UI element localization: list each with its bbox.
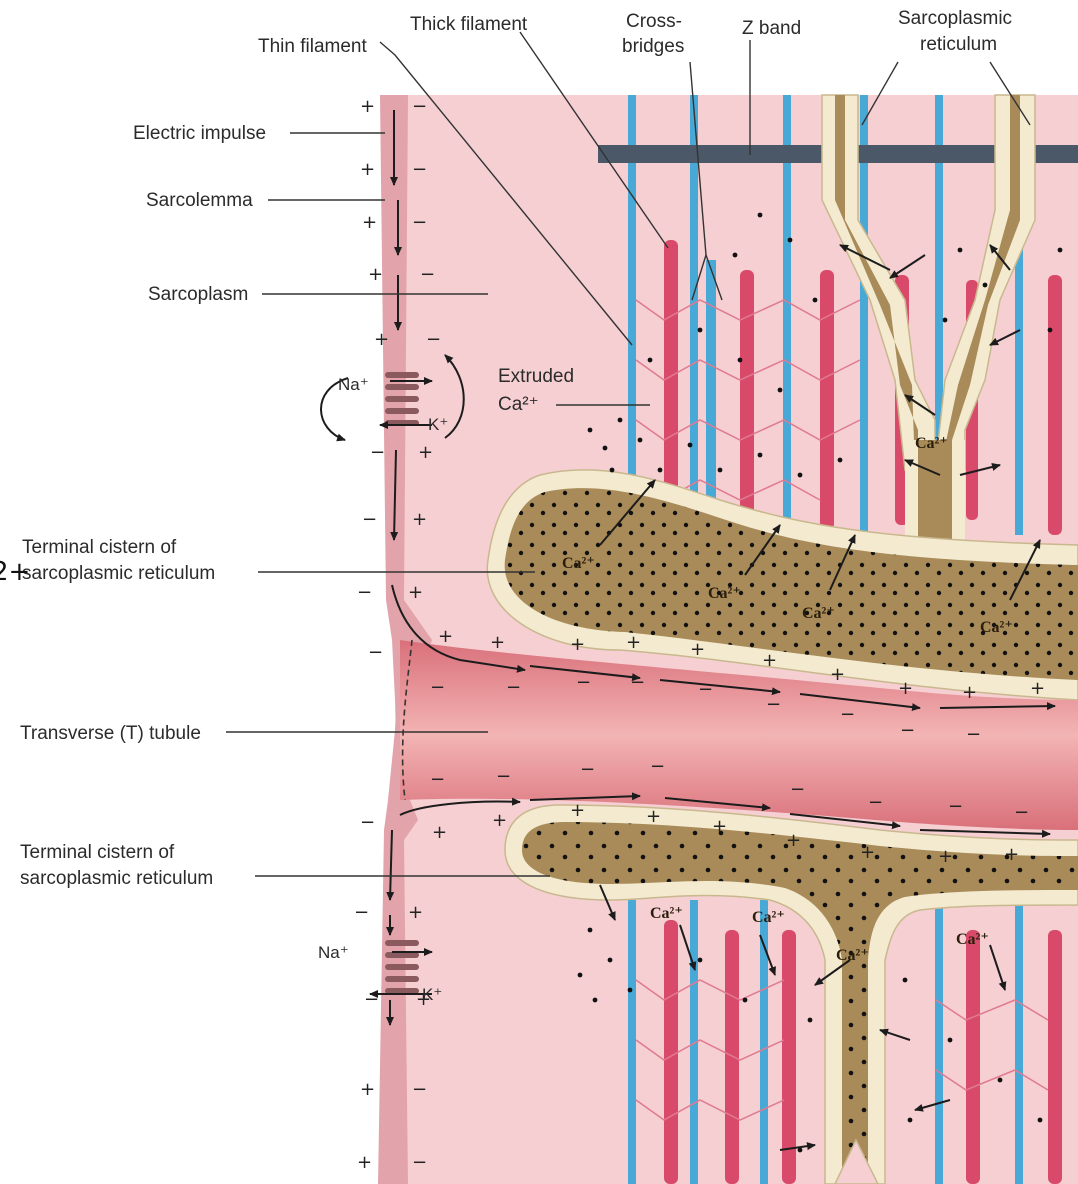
svg-text:+: + xyxy=(438,626,453,647)
svg-text:−: − xyxy=(362,509,377,530)
label-extruded-2: Ca²⁺ xyxy=(498,394,539,415)
label-sarcoplasm: Sarcoplasm xyxy=(148,284,248,305)
ca-label: Ca²⁺ xyxy=(915,435,948,452)
svg-text:−: − xyxy=(412,1079,427,1100)
svg-text:−: − xyxy=(420,264,435,285)
svg-text:−: − xyxy=(496,766,511,787)
label-extruded-1: Extruded xyxy=(498,366,574,387)
svg-text:+: + xyxy=(786,830,801,851)
label-z-band: Z band xyxy=(742,18,801,39)
label-sarcolemma: Sarcolemma xyxy=(146,190,253,211)
svg-text:+: + xyxy=(357,1152,372,1173)
svg-text:+: + xyxy=(432,822,447,843)
svg-text:+: + xyxy=(412,509,427,530)
label-t-tubule: Transverse (T) tubule xyxy=(20,723,201,744)
svg-text:+: + xyxy=(570,634,585,655)
ca-label: Ca²⁺ xyxy=(980,619,1013,636)
svg-text:+: + xyxy=(626,632,641,653)
svg-text:+: + xyxy=(1030,678,1045,699)
svg-text:−: − xyxy=(368,642,383,663)
svg-text:+: + xyxy=(962,682,977,703)
svg-text:−: − xyxy=(630,672,645,693)
svg-text:+: + xyxy=(368,264,383,285)
label-terminal-cistern-bottom-2: sarcoplasmic reticulum xyxy=(20,868,213,889)
svg-text:+: + xyxy=(374,329,389,350)
ca-label: Ca²⁺ xyxy=(802,605,835,622)
label-sarcoplasmic-reticulum-2: reticulum xyxy=(920,34,997,55)
ca-label: Ca²⁺ xyxy=(836,947,869,964)
label-terminal-cistern-top-1: Terminal cistern of xyxy=(22,537,177,558)
label-k-lower: K⁺ xyxy=(422,985,442,1004)
svg-text:+: + xyxy=(830,664,845,685)
svg-text:+: + xyxy=(898,678,913,699)
label-k-upper: K⁺ xyxy=(428,415,448,434)
svg-text:−: − xyxy=(360,812,375,833)
svg-text:−: − xyxy=(790,779,805,800)
svg-text:−: − xyxy=(412,212,427,233)
svg-text:−: − xyxy=(412,1152,427,1173)
svg-text:+: + xyxy=(570,800,585,821)
svg-text:−: − xyxy=(576,672,591,693)
svg-text:−: − xyxy=(430,677,445,698)
svg-text:−: − xyxy=(766,694,781,715)
label-cut-off-fragment: 2+ xyxy=(0,557,30,587)
svg-text:+: + xyxy=(712,816,727,837)
ca-label: Ca²⁺ xyxy=(650,905,683,922)
svg-text:+: + xyxy=(492,810,507,831)
svg-text:+: + xyxy=(490,632,505,653)
label-na-upper: Na⁺ xyxy=(338,375,369,394)
label-terminal-cistern-bottom-1: Terminal cistern of xyxy=(20,842,175,863)
label-electric-impulse: Electric impulse xyxy=(133,123,266,144)
label-sarcoplasmic-reticulum-1: Sarcoplasmic xyxy=(898,8,1012,29)
svg-text:+: + xyxy=(690,639,705,660)
svg-text:−: − xyxy=(412,96,427,117)
svg-text:+: + xyxy=(860,842,875,863)
svg-text:+: + xyxy=(762,650,777,671)
svg-text:−: − xyxy=(412,159,427,180)
label-cross-bridges-2: bridges xyxy=(622,36,684,57)
label-terminal-cistern-top-2: sarcoplasmic reticulum xyxy=(22,563,215,584)
svg-text:−: − xyxy=(868,792,883,813)
svg-text:−: − xyxy=(1014,802,1029,823)
svg-text:−: − xyxy=(506,677,521,698)
svg-text:+: + xyxy=(418,442,433,463)
svg-text:+: + xyxy=(646,806,661,827)
svg-text:+: + xyxy=(360,96,375,117)
label-thick-filament: Thick filament xyxy=(410,14,528,35)
svg-text:+: + xyxy=(360,159,375,180)
svg-text:−: − xyxy=(698,679,713,700)
ca-label: Ca²⁺ xyxy=(562,555,595,572)
svg-text:+: + xyxy=(408,902,423,923)
ca-label: Ca²⁺ xyxy=(752,909,785,926)
svg-text:−: − xyxy=(357,582,372,603)
label-thin-filament: Thin filament xyxy=(258,36,367,57)
svg-text:−: − xyxy=(840,704,855,725)
svg-text:−: − xyxy=(650,756,665,777)
svg-text:−: − xyxy=(370,442,385,463)
svg-text:+: + xyxy=(360,1079,375,1100)
label-cross-bridges-1: Cross- xyxy=(626,11,682,32)
svg-text:+: + xyxy=(408,582,423,603)
svg-text:+: + xyxy=(938,846,953,867)
svg-text:−: − xyxy=(948,796,963,817)
svg-text:+: + xyxy=(1004,844,1019,865)
label-na-lower: Na⁺ xyxy=(318,943,349,962)
svg-text:−: − xyxy=(354,902,369,923)
svg-text:−: − xyxy=(426,329,441,350)
svg-text:−: − xyxy=(900,720,915,741)
svg-text:−: − xyxy=(430,769,445,790)
svg-text:−: − xyxy=(966,724,981,745)
ca-label: Ca²⁺ xyxy=(956,931,989,948)
svg-text:+: + xyxy=(362,212,377,233)
svg-text:−: − xyxy=(580,759,595,780)
svg-text:−: − xyxy=(364,989,379,1010)
ca-label: Ca²⁺ xyxy=(708,585,741,602)
